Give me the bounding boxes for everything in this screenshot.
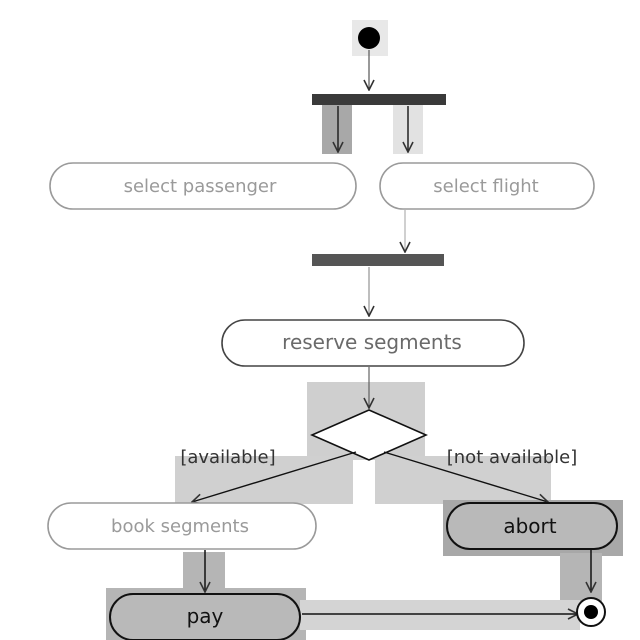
highlight-block xyxy=(300,600,580,630)
action-node xyxy=(379,162,595,210)
highlight-block xyxy=(375,456,551,504)
action-node xyxy=(446,502,618,550)
action-label: select flight xyxy=(433,176,538,197)
flow-arrow xyxy=(383,451,548,502)
initial-node xyxy=(358,27,380,49)
action-node xyxy=(221,319,525,367)
action-label: abort xyxy=(503,514,556,538)
action-label: pay xyxy=(187,604,224,628)
final-node-core xyxy=(584,605,598,619)
action-label: book segments xyxy=(111,516,249,537)
highlight-block xyxy=(560,553,602,601)
join-bar xyxy=(312,254,444,266)
guard-label: [available] xyxy=(180,447,275,468)
action-label: reserve segments xyxy=(282,330,462,354)
action-node xyxy=(109,593,301,640)
action-node xyxy=(47,502,317,550)
decision-node xyxy=(310,409,428,461)
fork-bar xyxy=(312,94,446,105)
action-label: select passenger xyxy=(124,176,277,197)
flow-arrow xyxy=(192,451,357,502)
action-node xyxy=(49,162,357,210)
highlight-block xyxy=(322,104,352,154)
guard-label: [not available] xyxy=(447,447,578,468)
